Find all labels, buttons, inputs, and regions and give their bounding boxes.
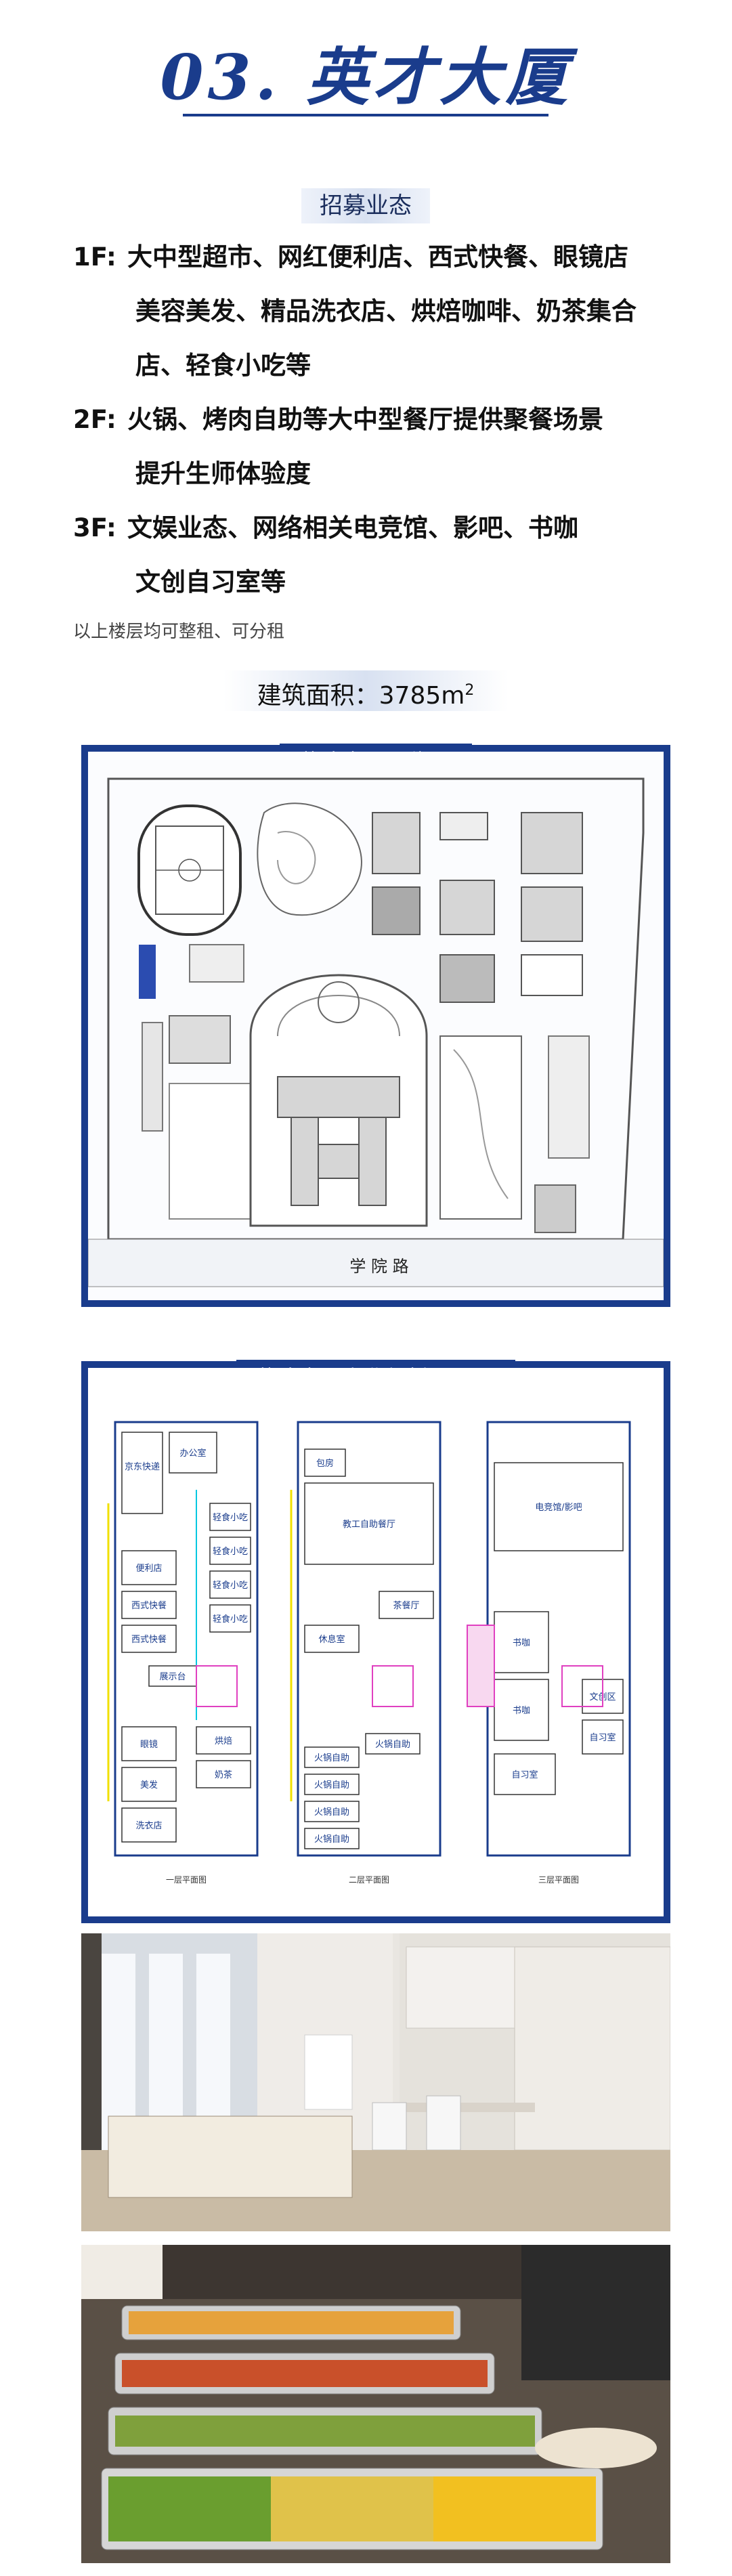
floor-key: 1F:: [73, 242, 116, 272]
svg-text:京东快递: 京东快递: [125, 1462, 160, 1472]
svg-text:奶茶: 奶茶: [215, 1769, 232, 1780]
svg-text:火锅自助: 火锅自助: [314, 1780, 349, 1790]
floor-plan-3f: 电竞馆/影吧 书咖 书咖 文创区 自习室 自习室 三层平面图: [467, 1421, 631, 1885]
svg-text:西式快餐: 西式快餐: [131, 1634, 167, 1645]
plan-label-2f: 二层平面图: [349, 1875, 389, 1885]
floor-1f: 1F: 大中型超市、网红便利店、西式快餐、眼镜店 美容美发、精品洗衣店、烘焙咖啡、…: [73, 230, 637, 393]
svg-text:教工自助餐厅: 教工自助餐厅: [343, 1519, 395, 1530]
svg-text:西式快餐: 西式快餐: [131, 1600, 167, 1611]
floor-line: 文创自习室等: [135, 567, 286, 597]
road-label: 学 院 路: [349, 1257, 408, 1276]
svg-text:烘焙: 烘焙: [215, 1736, 232, 1746]
svg-text:自习室: 自习室: [589, 1732, 616, 1743]
svg-text:自习室: 自习室: [511, 1769, 538, 1780]
svg-text:轻食小吃: 轻食小吃: [213, 1614, 248, 1625]
location-map: 学 院 路: [88, 752, 664, 1300]
svg-text:轻食小吃: 轻食小吃: [213, 1546, 248, 1557]
floor-3f: 3F: 文娱业态、网络相关电竞馆、影吧、书咖 文创自习室等: [73, 501, 578, 609]
location-map-panel: 英才大厦区位图 学 院 路: [81, 744, 670, 1307]
svg-text:火锅自助: 火锅自助: [314, 1834, 349, 1845]
area-unit-sup: 2: [465, 682, 475, 699]
svg-text:眼镜: 眼镜: [140, 1740, 158, 1750]
svg-text:茶餐厅: 茶餐厅: [393, 1600, 419, 1611]
floor-line: 火锅、烤肉自助等大中型餐厅提供聚餐场景: [127, 405, 603, 434]
building-area: 建筑面积：3785m2: [223, 670, 508, 711]
svg-text:洗衣店: 洗衣店: [135, 1820, 162, 1831]
floor-plan-panel: 英才大厦商业规划平面图 京东快递 办公室 轻食小吃 便利店 轻食小吃 西式快餐 …: [81, 1360, 670, 1923]
floor-line: 大中型超市、网红便利店、西式快餐、眼镜店: [127, 242, 628, 272]
floor-key: 3F:: [73, 513, 116, 542]
recruit-label: 招募业态: [301, 188, 430, 223]
floor-plan-1f: 京东快递 办公室 轻食小吃 便利店 轻食小吃 西式快餐 轻食小吃 西式快餐 轻食…: [107, 1421, 259, 1885]
plan-label-1f: 一层平面图: [166, 1875, 207, 1885]
title-underline: [183, 114, 548, 116]
floor-line: 提升生师体验度: [135, 459, 311, 488]
floor-line: 店、轻食小吃等: [135, 351, 311, 380]
svg-text:书咖: 书咖: [513, 1638, 530, 1648]
svg-text:休息室: 休息室: [318, 1634, 345, 1645]
area-text: 建筑面积：3785m: [257, 682, 465, 710]
header: 03. 英才大厦: [0, 0, 732, 122]
floor-plan-2f: 包房 教工自助餐厅 茶餐厅 休息室 火锅自助 火锅自助 火锅自助 火锅自助 火锅…: [290, 1421, 442, 1885]
svg-text:电竞馆/影吧: 电竞馆/影吧: [535, 1502, 582, 1513]
svg-text:美发: 美发: [140, 1780, 158, 1790]
svg-text:便利店: 便利店: [135, 1564, 162, 1574]
page-title: 03. 英才大厦: [160, 41, 572, 114]
svg-text:火锅自助: 火锅自助: [314, 1807, 349, 1818]
floor-plans: 京东快递 办公室 轻食小吃 便利店 轻食小吃 西式快餐 轻食小吃 西式快餐 轻食…: [88, 1368, 664, 1916]
svg-text:火锅自助: 火锅自助: [314, 1753, 349, 1763]
svg-text:轻食小吃: 轻食小吃: [213, 1512, 248, 1523]
lease-note: 以上楼层均可整租、可分租: [73, 622, 285, 642]
svg-text:办公室: 办公室: [179, 1448, 206, 1459]
floor-key: 2F:: [73, 405, 116, 434]
svg-text:书咖: 书咖: [513, 1706, 530, 1716]
svg-text:轻食小吃: 轻食小吃: [213, 1580, 248, 1591]
floor-line: 文娱业态、网络相关电竞馆、影吧、书咖: [127, 513, 578, 542]
buffet-photo: [81, 2245, 670, 2563]
floor-line: 美容美发、精品洗衣店、烘焙咖啡、奶茶集合: [135, 297, 637, 326]
svg-text:包房: 包房: [316, 1458, 334, 1469]
floor-2f: 2F: 火锅、烤肉自助等大中型餐厅提供聚餐场景 提升生师体验度: [73, 393, 603, 501]
interior-photo: [81, 1933, 670, 2231]
svg-text:火锅自助: 火锅自助: [375, 1739, 410, 1750]
plan-label-3f: 三层平面图: [538, 1875, 579, 1885]
svg-text:展示台: 展示台: [159, 1672, 186, 1682]
